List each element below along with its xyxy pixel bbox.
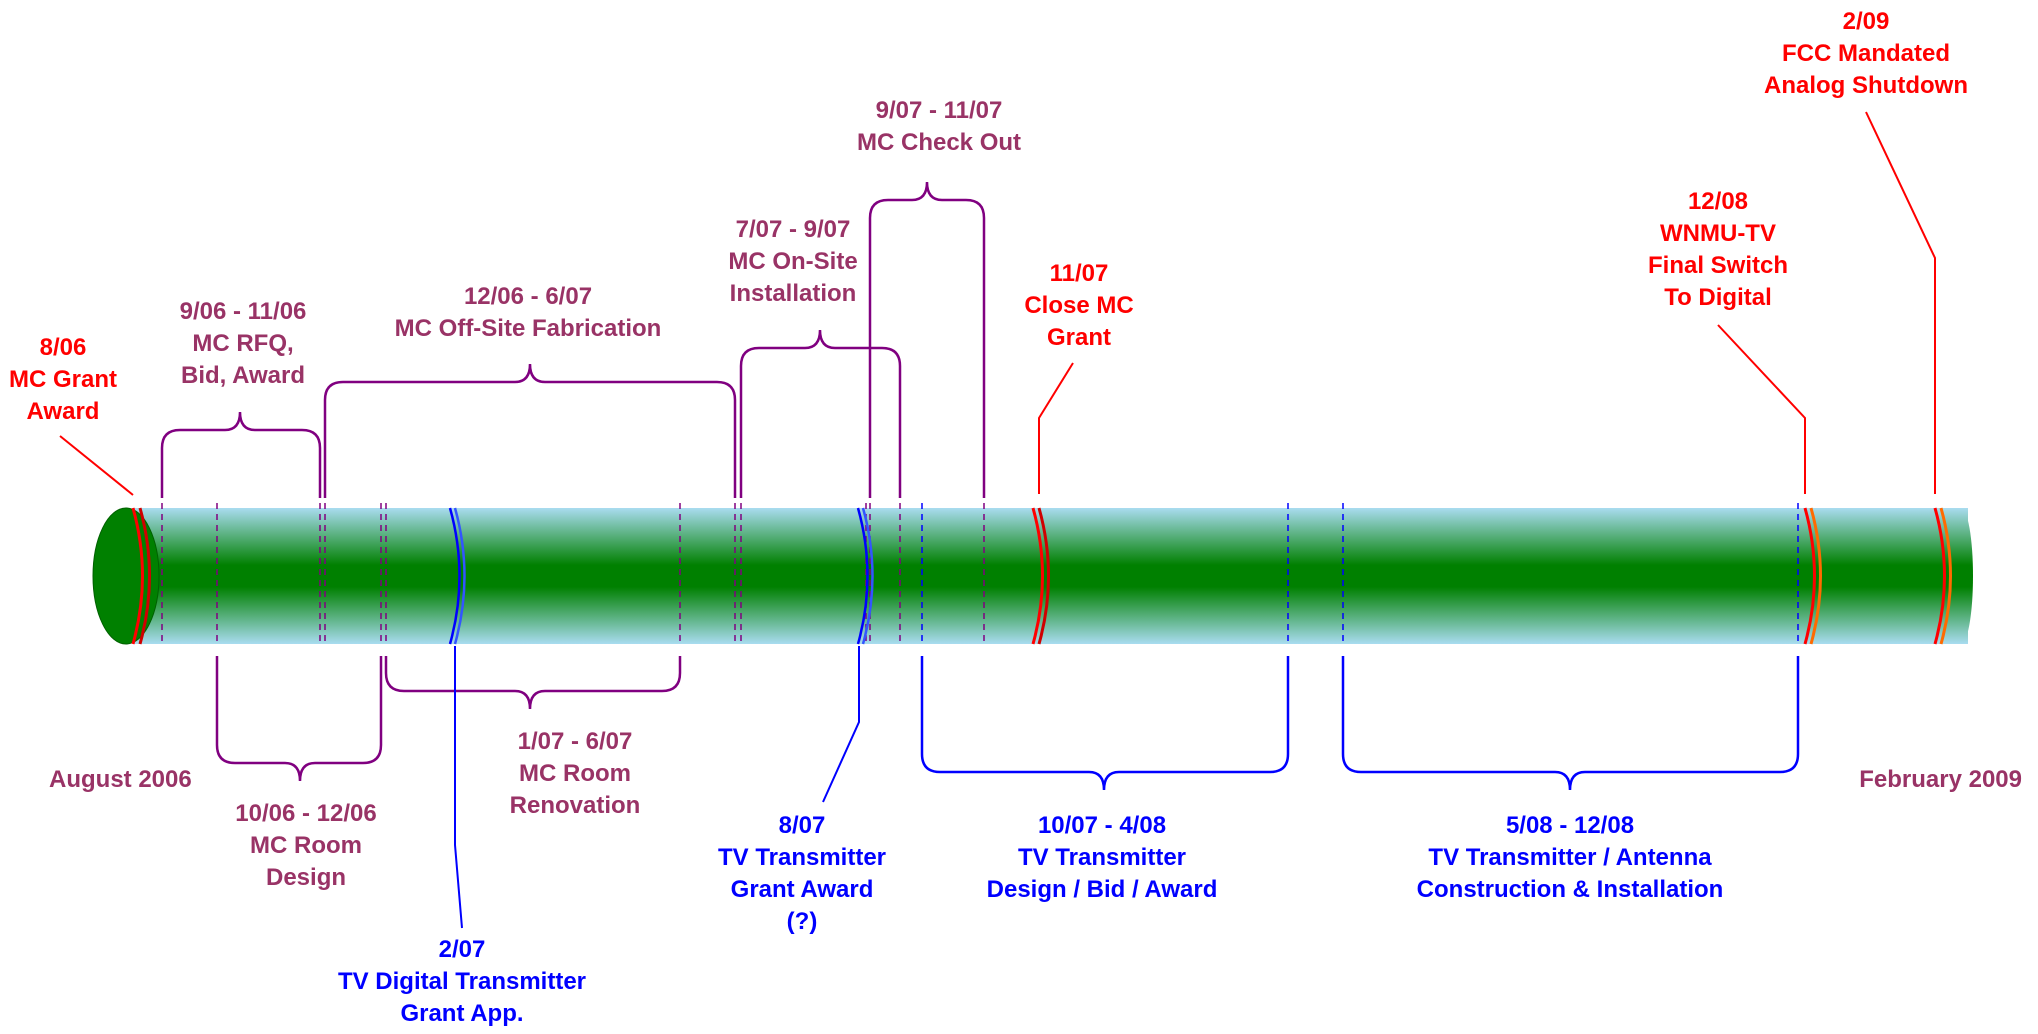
phase-mc-rfq-line3: Bid, Award [180,362,306,389]
event-wnmu-final-switch: 12/08 WNMU-TV Final Switch To Digital [1648,186,1788,314]
blue-callout-leaders [454,646,860,929]
phase-mc-room-design: 10/06 - 12/06 MC Room Design [235,798,376,894]
purple-dashed-ticks [161,503,985,646]
phase-mc-check-out-dates: 9/07 - 11/07 [875,97,1003,124]
event-tv-digital-transmitter-grant-app-date: 2/07 [438,936,486,963]
phase-tv-transmitter-construction-dates: 5/08 - 12/08 [1505,812,1635,839]
event-tv-transmitter-grant-award-line4: (?) [786,908,818,935]
phase-mc-on-site-installation-line2: MC On-Site [728,248,858,275]
brace-mc-off-site-fabrication [323,363,737,498]
phase-mc-on-site-installation: 7/07 - 9/07 MC On-Site Installation [728,214,857,310]
phase-mc-off-site-fabrication-dates: 12/06 - 6/07 [463,283,593,310]
red-callout-leaders [59,111,1936,496]
phase-mc-room-renovation-line2: MC Room [519,760,631,787]
phase-mc-off-site-fabrication: 12/06 - 6/07 MC Off-Site Fabrication [395,281,662,345]
event-mc-grant-award-line3: Award [26,398,100,425]
event-fcc-analog-shutdown-line3: Analog Shutdown [1764,72,1968,99]
phase-mc-room-design-line3: Design [265,864,347,891]
phase-mc-room-design-line2: MC Room [250,832,362,859]
event-tv-transmitter-grant-award-line2: TV Transmitter [717,844,887,871]
brace-mc-on-site-installation [739,329,902,498]
phase-mc-room-renovation-dates: 1/07 - 6/07 [517,728,633,755]
phase-mc-on-site-installation-line3: Installation [729,280,857,307]
event-fcc-analog-shutdown: 2/09 FCC Mandated Analog Shutdown [1764,6,1968,102]
event-mc-grant-award: 8/06 MC Grant Award [9,332,117,428]
event-wnmu-final-switch-line3: Final Switch [1647,252,1789,279]
event-close-mc-grant: 11/07 Close MC Grant [1024,258,1133,354]
event-mc-grant-award-line2: MC Grant [9,366,117,393]
event-close-mc-grant-line3: Grant [1046,324,1112,351]
phase-tv-transmitter-antenna-construction: 5/08 - 12/08 TV Transmitter / Antenna Co… [1417,810,1724,906]
phase-mc-check-out: 9/07 - 11/07 MC Check Out [857,95,1021,159]
phase-mc-check-out-line2: MC Check Out [856,129,1022,156]
phase-mc-room-design-dates: 10/06 - 12/06 [235,800,377,827]
red-milestone-rings [131,507,1952,645]
event-wnmu-final-switch-date: 12/08 [1687,188,1749,215]
brace-tv-transmitter-design [920,656,1290,791]
blue-milestone-rings [448,507,874,645]
brace-mc-room-renovation [384,656,682,710]
event-tv-digital-transmitter-grant-app: 2/07 TV Digital Transmitter Grant App. [338,934,586,1030]
blue-dashed-ticks [921,503,1799,646]
brace-mc-room-design [215,656,383,782]
phase-tv-transmitter-design-bid-award: 10/07 - 4/08 TV Transmitter Design / Bid… [987,810,1218,906]
phase-tv-transmitter-construction-line2: TV Transmitter / Antenna [1428,844,1712,871]
phase-tv-transmitter-design-line2: TV Transmitter [1017,844,1187,871]
phase-mc-rfq-line2: MC RFQ, [192,330,294,357]
timeline-tube-end-cap [1949,508,1973,644]
event-fcc-analog-shutdown-date: 2/09 [1842,8,1890,35]
timeline-start-label: August 2006 [49,766,192,793]
event-tv-digital-transmitter-grant-app-line2: TV Digital Transmitter [337,968,587,995]
phase-tv-transmitter-design-dates: 10/07 - 4/08 [1037,812,1167,839]
event-mc-grant-award-date: 8/06 [39,334,87,361]
event-close-mc-grant-line2: Close MC [1024,292,1134,319]
brace-mc-rfq [160,411,322,498]
event-tv-transmitter-grant-award-date: 8/07 [778,812,826,839]
brace-tv-transmitter-construction [1341,656,1800,791]
timeline-tube-start-cap [92,507,160,645]
timeline-end-label: February 2009 [1859,766,2022,793]
blue-braces-below [920,656,1800,791]
phase-mc-on-site-installation-dates: 7/07 - 9/07 [735,216,851,243]
event-tv-digital-transmitter-grant-app-line3: Grant App. [400,1000,524,1027]
event-tv-transmitter-grant-award: 8/07 TV Transmitter Grant Award (?) [718,810,886,938]
phase-tv-transmitter-design-line3: Design / Bid / Award [986,876,1218,903]
event-close-mc-grant-date: 11/07 [1049,260,1109,287]
phase-mc-room-renovation: 1/07 - 6/07 MC Room Renovation [510,726,641,822]
phase-mc-rfq-dates: 9/06 - 11/06 [179,298,307,325]
phase-mc-room-renovation-line3: Renovation [509,792,641,819]
event-fcc-analog-shutdown-line2: FCC Mandated [1782,40,1950,67]
phase-mc-rfq: 9/06 - 11/06 MC RFQ, Bid, Award [180,296,307,392]
purple-braces-below [215,656,682,782]
timeline-tube [133,508,1968,644]
event-wnmu-final-switch-line4: To Digital [1664,284,1772,311]
purple-braces-above [160,181,986,498]
phase-tv-transmitter-construction-line3: Construction & Installation [1416,876,1724,903]
event-wnmu-final-switch-line2: WNMU-TV [1660,220,1776,247]
phase-mc-off-site-fabrication-line2: MC Off-Site Fabrication [394,315,662,342]
event-tv-transmitter-grant-award-line3: Grant Award [730,876,874,903]
brace-mc-check-out [868,181,986,498]
